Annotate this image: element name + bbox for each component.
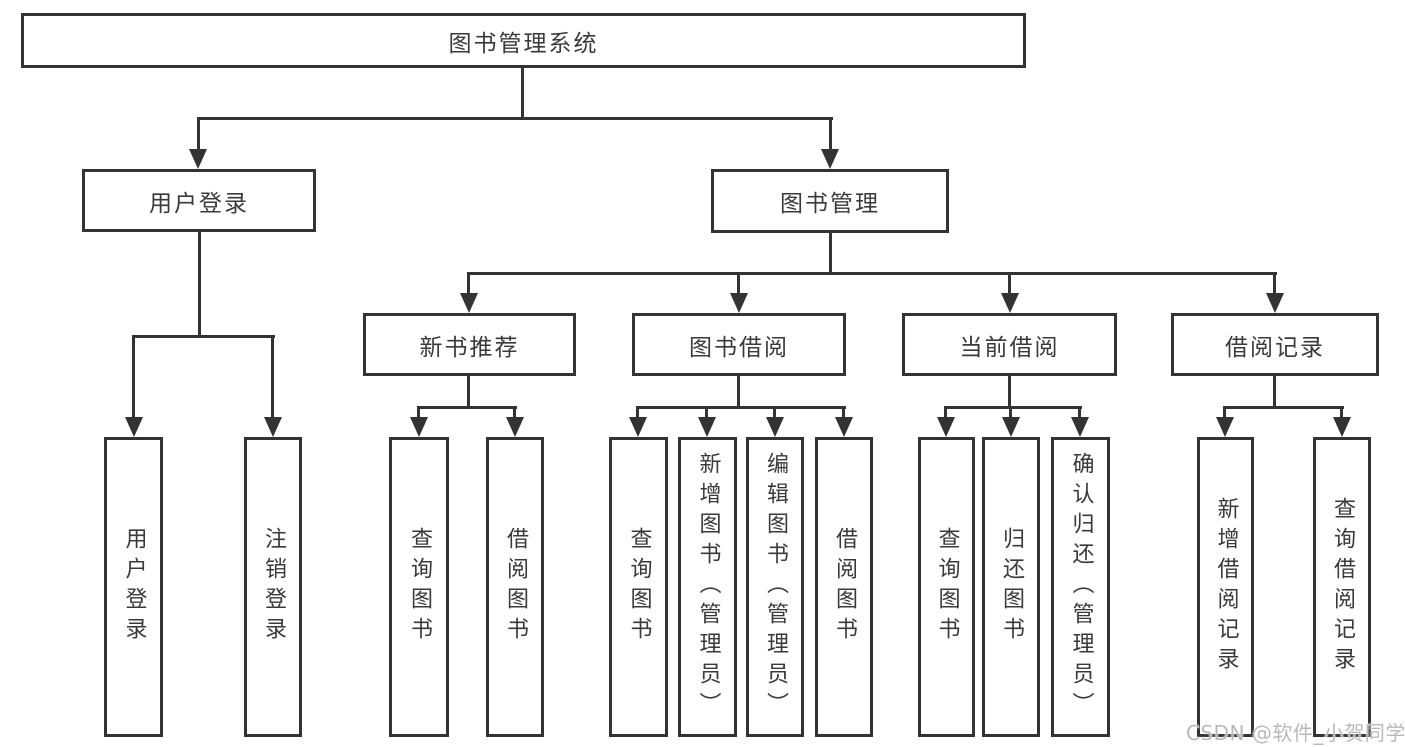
connector-line xyxy=(1223,406,1226,421)
connector-line xyxy=(944,406,1082,409)
node-label: 归还图书 xyxy=(999,527,1024,647)
connector-line xyxy=(829,117,832,152)
node-label: 确认归还（管理员） xyxy=(1068,452,1094,722)
arrowhead-down-icon xyxy=(1266,293,1284,313)
leaf-logout: 注销登录 xyxy=(244,437,302,737)
arrowhead-down-icon xyxy=(1001,293,1019,313)
leaf-query-borrow-record: 查询借阅记录 xyxy=(1313,437,1371,737)
connector-line xyxy=(944,406,947,421)
arrowhead-down-icon xyxy=(506,417,524,437)
connector-line xyxy=(773,406,776,421)
connector-line xyxy=(467,272,470,296)
connector-line xyxy=(467,376,470,408)
connector-line xyxy=(417,406,420,421)
node-label: 用户登录 xyxy=(149,190,249,217)
connector-line xyxy=(198,231,201,337)
connector-line xyxy=(737,376,740,408)
leaf-borrow-books-borrowing: 借阅图书 xyxy=(815,437,873,737)
leaf-query-books-current: 查询图书 xyxy=(918,437,975,737)
connector-line xyxy=(1009,406,1012,421)
node-label: 查询图书 xyxy=(626,527,652,647)
node-label: 借阅图书 xyxy=(503,527,528,647)
connector-line xyxy=(132,335,135,420)
connector-line xyxy=(1273,272,1276,296)
leaf-query-books-borrowing: 查询图书 xyxy=(609,437,668,737)
arrowhead-down-icon xyxy=(835,417,853,437)
connector-line xyxy=(705,406,708,421)
node-label: 编辑图书（管理员） xyxy=(763,452,788,722)
arrowhead-down-icon xyxy=(125,417,143,437)
arrowhead-down-icon xyxy=(1002,417,1020,437)
node-label: 图书借阅 xyxy=(689,334,789,361)
arrowhead-down-icon xyxy=(460,293,478,313)
node-label: 查询图书 xyxy=(934,527,960,647)
leaf-query-books-recommend: 查询图书 xyxy=(389,437,449,737)
connector-line xyxy=(513,406,516,421)
node-label: 注销登录 xyxy=(261,527,286,647)
node-label: 查询借阅记录 xyxy=(1330,497,1355,677)
connector-line xyxy=(197,117,833,120)
arrowhead-down-icon xyxy=(1071,417,1089,437)
connector-line xyxy=(1008,376,1011,408)
node-book-borrowing: 图书借阅 xyxy=(632,313,846,376)
arrowhead-down-icon xyxy=(766,417,784,437)
node-user-login: 用户登录 xyxy=(82,169,316,232)
node-library-management-system: 图书管理系统 xyxy=(21,13,1026,68)
connector-line xyxy=(197,117,200,152)
node-label: 图书管理系统 xyxy=(448,30,599,57)
leaf-edit-books-admin: 编辑图书（管理员） xyxy=(746,437,804,737)
arrowhead-down-icon xyxy=(821,149,839,169)
connector-line xyxy=(132,335,275,338)
connector-line xyxy=(1078,406,1081,421)
leaf-borrow-books-recommend: 借阅图书 xyxy=(486,437,544,737)
csdn-watermark: CSDN @软件_小贺同学 xyxy=(1186,721,1405,745)
connector-line xyxy=(1223,406,1344,409)
arrowhead-down-icon xyxy=(1333,417,1351,437)
node-book-management: 图书管理 xyxy=(711,169,949,233)
connector-line xyxy=(1340,406,1343,421)
connector-line xyxy=(1008,272,1011,296)
node-label: 新增借阅记录 xyxy=(1213,497,1239,677)
arrowhead-down-icon xyxy=(189,149,207,169)
connector-line xyxy=(737,272,740,296)
arrowhead-down-icon xyxy=(730,293,748,313)
leaf-add-borrow-record: 新增借阅记录 xyxy=(1197,437,1254,737)
node-label: 新书推荐 xyxy=(419,334,520,361)
leaf-confirm-return-admin: 确认归还（管理员） xyxy=(1051,437,1110,737)
node-label: 当前借阅 xyxy=(959,334,1060,361)
leaf-add-books-admin: 新增图书（管理员） xyxy=(678,437,737,737)
node-label: 新增图书（管理员） xyxy=(695,452,721,722)
connector-line xyxy=(636,406,846,409)
arrowhead-down-icon xyxy=(698,417,716,437)
connector-line xyxy=(467,272,1277,275)
node-label: 查询图书 xyxy=(407,527,432,647)
leaf-user-login: 用户登录 xyxy=(104,437,163,737)
node-current-borrowing: 当前借阅 xyxy=(902,313,1117,376)
node-label: 借阅图书 xyxy=(832,527,857,647)
node-label: 图书管理 xyxy=(780,191,880,217)
connector-line xyxy=(271,335,274,420)
node-label: 借阅记录 xyxy=(1225,334,1325,361)
node-new-book-recommend: 新书推荐 xyxy=(363,313,576,376)
arrowhead-down-icon xyxy=(264,417,282,437)
node-label: 用户登录 xyxy=(121,527,147,647)
leaf-return-books: 归还图书 xyxy=(982,437,1040,737)
connector-line xyxy=(829,232,832,274)
arrowhead-down-icon xyxy=(937,417,955,437)
arrowhead-down-icon xyxy=(410,417,428,437)
connector-line xyxy=(521,68,524,119)
arrowhead-down-icon xyxy=(1216,417,1234,437)
connector-line xyxy=(417,406,517,409)
connector-line xyxy=(842,406,845,421)
connector-line xyxy=(1273,376,1276,408)
connector-line xyxy=(636,406,639,421)
arrowhead-down-icon xyxy=(629,417,647,437)
node-borrowing-records: 借阅记录 xyxy=(1171,313,1379,376)
